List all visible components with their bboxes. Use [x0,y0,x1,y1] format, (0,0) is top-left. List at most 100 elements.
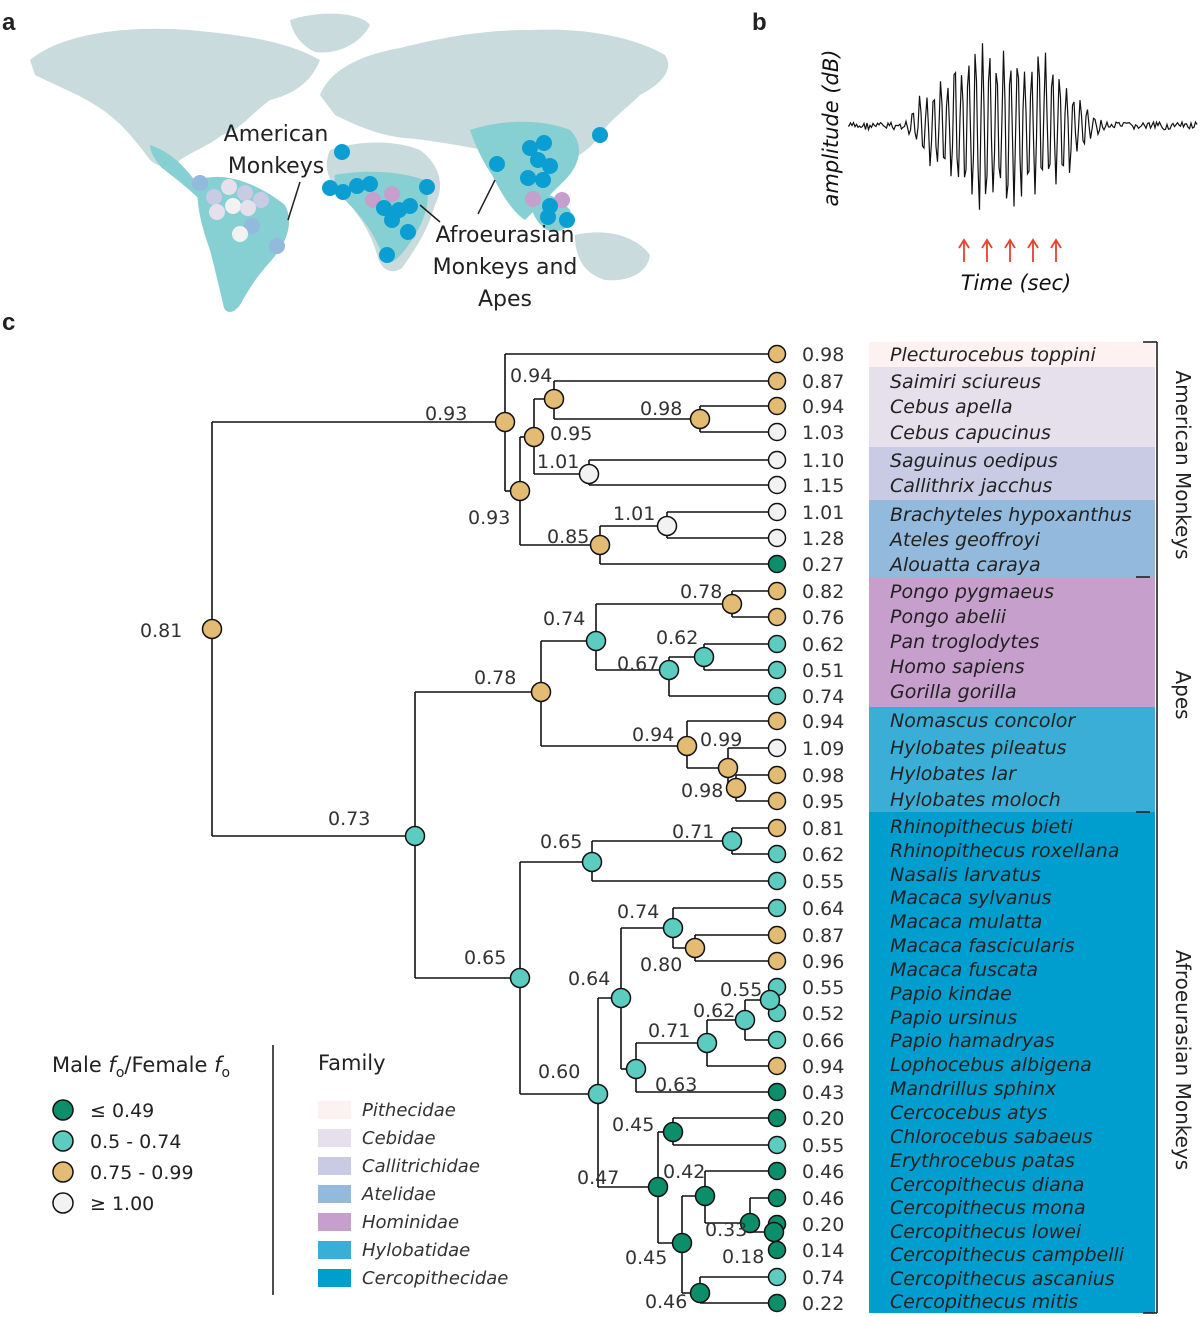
family-legend-label: Atelidae [361,1184,436,1205]
tip-node [767,1056,787,1076]
tip-value: 1.03 [802,422,844,444]
tip-node [767,951,787,971]
internal-node [658,659,680,681]
map-dot [542,158,558,174]
internal-node [581,851,603,873]
internal-node [671,1232,693,1254]
map-dot [530,152,546,168]
internal-node [625,1058,647,1080]
family-legend-swatch [318,1185,351,1203]
map-leader-american [287,181,301,221]
waveform-ylabel: amplitude (dB) [819,50,843,207]
tip-value: 0.82 [802,581,844,603]
map-dot [206,189,222,205]
map-label-afro-2: Monkeys and [433,255,578,280]
map-label-american-1: American [224,122,329,147]
tip-value: 1.09 [802,738,844,760]
tip-value: 0.87 [802,925,844,947]
internal-node-value: 0.71 [648,1020,690,1042]
tip-value: 0.52 [802,1003,844,1025]
tip-value: 0.55 [802,1135,844,1157]
tip-value: 0.62 [802,634,844,656]
internal-node [721,830,743,852]
map-dot [402,198,418,214]
tip-value: 1.28 [802,528,844,550]
internal-node-value: 0.93 [468,507,510,529]
internal-node [201,618,223,640]
ratio-legend-label: ≤ 0.49 [90,1100,154,1122]
internal-node [684,937,706,959]
internal-node [734,1009,756,1031]
family-band [869,707,1155,812]
ratio-legend-label: 0.75 - 0.99 [90,1162,194,1184]
tip-node [767,502,787,522]
internal-node [693,646,715,668]
species-label: Rhinopithecus roxellana [890,840,1119,862]
species-label: Cercopithecus mona [890,1197,1086,1219]
internal-node [676,735,698,757]
internal-node-value: 0.45 [625,1247,667,1269]
map-dot [536,135,552,151]
internal-node-value: 0.65 [540,831,582,853]
tip-node [767,450,787,470]
tip-node [767,581,787,601]
tip-node [767,871,787,891]
internal-node-value: 0.94 [510,365,552,387]
species-label: Papio kindae [890,983,1012,1005]
tip-value: 0.94 [802,1056,844,1078]
map-dot [334,144,350,160]
tip-value: 0.94 [802,711,844,733]
species-label: Erythrocebus patas [890,1150,1075,1172]
internal-node-value: 0.93 [425,403,467,425]
species-label: Rhinopithecus bieti [890,816,1074,838]
internal-node-value: 0.99 [700,729,742,751]
tip-node [767,1161,787,1181]
species-label: Cebus apella [890,396,1013,418]
pulse-arrowhead [1050,238,1062,249]
family-bands [869,342,1155,1313]
tree-nodes: 0.810.930.930.950.940.981.010.851.010.73… [140,344,787,1313]
map-north-america [30,28,320,167]
map-dot [419,179,435,195]
tip-node [767,1267,787,1287]
family-band [869,577,1155,707]
tip-value: 1.15 [802,475,844,497]
internal-node [759,989,781,1011]
species-label: Saimiri sciureus [890,371,1041,393]
ratio-legend-swatch [52,1130,74,1152]
internal-node-value: 0.46 [645,1291,687,1313]
tip-node [767,844,787,864]
tip-node [767,818,787,838]
tip-node [767,344,787,364]
map-dots [192,127,608,263]
species-label: Hylobates moloch [890,789,1061,811]
tip-node [767,607,787,627]
group-label-american: American Monkeys [1171,370,1195,559]
species-label: Papio ursinus [890,1007,1017,1029]
tip-node [767,765,787,785]
internal-node-value: 0.94 [632,724,674,746]
ratio-legend-label: ≥ 1.00 [90,1193,154,1215]
map-label-afro-3: Apes [478,287,532,312]
internal-node [694,1185,716,1207]
internal-node [647,1176,669,1198]
ratio-legend-items: ≤ 0.490.5 - 0.740.75 - 0.99≥ 1.00 [52,1099,194,1215]
tip-value: 0.76 [802,607,844,629]
tip-node [767,1082,787,1102]
internal-node [662,1121,684,1143]
family-legend-swatch [318,1129,351,1147]
map-dot [489,156,505,172]
pulse-arrowhead [958,238,970,249]
ratio-legend-swatch [52,1161,74,1183]
ratio-legend: Male fo/Female fo ≤ 0.490.5 - 0.740.75 -… [52,1053,230,1215]
internal-node-value: 0.74 [617,901,659,923]
map-dot [209,204,225,220]
tip-node [767,1188,787,1208]
internal-node-value: 0.78 [474,667,516,689]
map-label-afro-1: Afroeurasian [435,223,574,248]
map-dot [192,175,208,191]
world-map: American Monkeys Afroeurasian Monkeys an… [30,13,669,312]
tip-value: 0.94 [802,396,844,418]
family-legend-label: Cercopithecidae [362,1268,508,1289]
tip-node [767,1030,787,1050]
